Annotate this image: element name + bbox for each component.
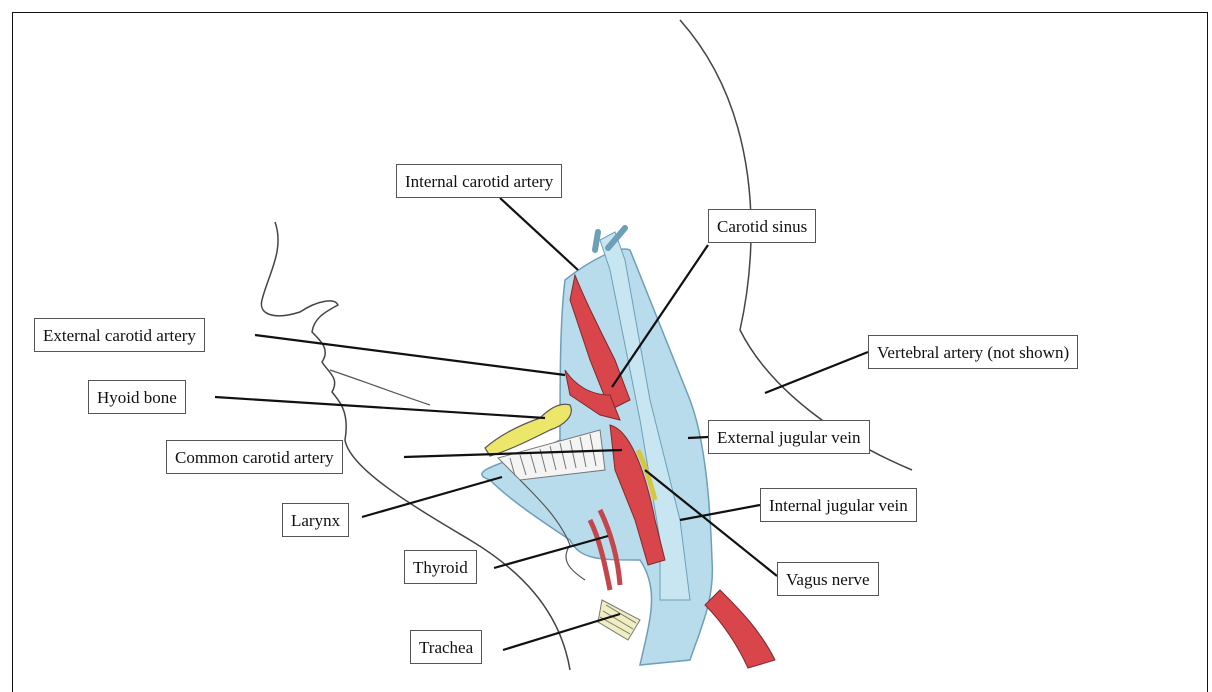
label-common-carotid-artery: Common carotid artery — [166, 440, 343, 474]
label-external-carotid-artery: External carotid artery — [34, 318, 205, 352]
label-hyoid-bone: Hyoid bone — [88, 380, 186, 414]
leader-external-jugular — [688, 437, 708, 438]
leader-trachea — [503, 614, 620, 650]
label-external-jugular-vein: External jugular vein — [708, 420, 870, 454]
label-carotid-sinus: Carotid sinus — [708, 209, 816, 243]
label-vagus-nerve: Vagus nerve — [777, 562, 879, 596]
label-internal-jugular-vein: Internal jugular vein — [760, 488, 917, 522]
leader-vertebral — [765, 352, 868, 393]
label-thyroid: Thyroid — [404, 550, 477, 584]
leader-larynx — [362, 477, 502, 517]
leader-internal-carotid — [500, 198, 578, 270]
label-larynx: Larynx — [282, 503, 349, 537]
back-of-head-curve — [680, 20, 912, 470]
label-trachea: Trachea — [410, 630, 482, 664]
leader-hyoid — [215, 397, 545, 418]
label-vertebral-artery: Vertebral artery (not shown) — [868, 335, 1078, 369]
leader-external-carotid — [255, 335, 565, 375]
chin-line — [330, 370, 430, 405]
lower-carotid-artery-shape — [705, 590, 775, 668]
trachea-shape — [598, 600, 640, 640]
label-internal-carotid-artery: Internal carotid artery — [396, 164, 562, 198]
